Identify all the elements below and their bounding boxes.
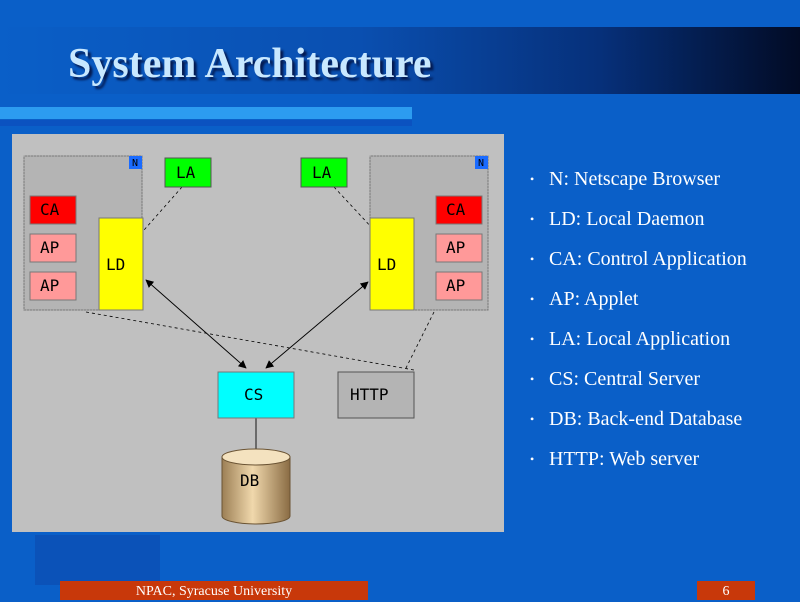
bullet-icon: •: [530, 252, 535, 266]
svg-text:LD: LD: [106, 255, 125, 274]
database-cylinder: DB: [221, 448, 291, 525]
legend-item: •HTTP: Web server: [530, 440, 747, 480]
legend-item: •LA: Local Application: [530, 320, 747, 360]
svg-text:AP: AP: [40, 276, 59, 295]
bullet-icon: •: [530, 452, 535, 466]
svg-text:LD: LD: [377, 255, 396, 274]
decor-stripe: [0, 107, 412, 119]
title-band: [0, 27, 800, 94]
svg-text:DB: DB: [240, 471, 259, 490]
web-server: HTTP: [337, 371, 415, 419]
local-application-left: LA: [164, 157, 212, 188]
netscape-marker-right: [475, 156, 488, 169]
applet-right-2: AP: [435, 271, 483, 301]
diagram-canvas: N N CA AP: [23, 155, 489, 525]
bullet-icon: •: [530, 212, 535, 226]
netscape-label-right: N: [478, 158, 484, 169]
arrow-links: [145, 279, 369, 454]
legend-item: •CA: Control Application: [530, 240, 747, 280]
applet-left-2: AP: [29, 271, 77, 301]
svg-text:AP: AP: [40, 238, 59, 257]
local-daemon-left: LD: [98, 217, 144, 311]
svg-text:CA: CA: [446, 200, 466, 219]
control-application-left: CA: [29, 195, 77, 225]
svg-text:AP: AP: [446, 238, 465, 257]
svg-text:HTTP: HTTP: [350, 385, 389, 404]
legend-item: •CS: Central Server: [530, 360, 747, 400]
architecture-diagram: N N CA AP: [12, 134, 504, 532]
central-server: CS: [217, 371, 295, 419]
legend-item: •DB: Back-end Database: [530, 400, 747, 440]
bullet-icon: •: [530, 292, 535, 306]
legend-item: •LD: Local Daemon: [530, 200, 747, 240]
bullet-icon: •: [530, 172, 535, 186]
local-application-right: LA: [300, 157, 348, 188]
svg-text:CA: CA: [40, 200, 60, 219]
slide-title: System Architecture: [68, 41, 432, 87]
decor-block: [35, 535, 160, 585]
legend-item: •AP: Applet: [530, 280, 747, 320]
svg-text:LA: LA: [176, 163, 196, 182]
applet-right-1: AP: [435, 233, 483, 263]
netscape-marker-left: [129, 156, 142, 169]
svg-text:AP: AP: [446, 276, 465, 295]
legend-item: •N: Netscape Browser: [530, 160, 747, 200]
control-application-right: CA: [435, 195, 483, 225]
bullet-icon: •: [530, 332, 535, 346]
bullet-icon: •: [530, 412, 535, 426]
svg-text:CS: CS: [244, 385, 263, 404]
svg-text:LA: LA: [312, 163, 332, 182]
page-number: 6: [697, 581, 755, 600]
local-daemon-right: LD: [369, 217, 415, 311]
bullet-icon: •: [530, 372, 535, 386]
decor-stripe-dark: [0, 120, 412, 126]
legend-list: •N: Netscape Browser •LD: Local Daemon •…: [530, 160, 747, 480]
netscape-label-left: N: [132, 158, 138, 169]
footer-organization: NPAC, Syracuse University: [60, 581, 368, 600]
applet-left-1: AP: [29, 233, 77, 263]
